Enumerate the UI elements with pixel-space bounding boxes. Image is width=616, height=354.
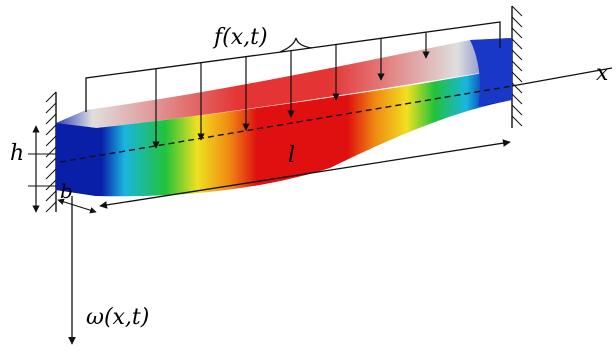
hatch-line <box>45 146 57 158</box>
left-wall-support <box>45 91 57 213</box>
width-label: b <box>60 179 73 203</box>
length-label: l <box>288 143 295 168</box>
beam-left-end-face <box>56 123 96 196</box>
hatch-line <box>511 93 523 105</box>
neutral-axis-dashed-line <box>59 85 513 163</box>
load-bracket <box>85 21 501 112</box>
right-wall-support <box>511 5 523 128</box>
hatch-line <box>511 115 523 127</box>
hatch-line <box>45 102 57 114</box>
hatch-line <box>45 179 57 191</box>
hatch-line <box>45 201 57 213</box>
x-axis-label: x <box>596 61 609 86</box>
distributed-load-arrows <box>152 32 430 149</box>
hatch-line <box>45 157 57 169</box>
beam-right-end-block <box>470 38 512 106</box>
hatch-line <box>45 135 57 147</box>
hatch-line <box>45 113 57 125</box>
width-dimension-line <box>57 198 97 214</box>
hatch-line <box>511 27 523 39</box>
hatch-line <box>511 5 523 17</box>
hatch-line <box>45 190 57 202</box>
left-wall-hatching <box>45 91 57 213</box>
hatch-line <box>45 91 57 103</box>
hatch-line <box>511 60 523 72</box>
load-label: f(x,t) <box>212 25 268 50</box>
hatch-line <box>511 16 523 28</box>
hatch-line <box>511 49 523 61</box>
hatch-line <box>511 104 523 116</box>
height-label: h <box>10 141 24 166</box>
deflection-label: ω(x,t) <box>86 305 149 330</box>
hatch-line <box>511 38 523 50</box>
length-dimension-line <box>99 139 511 209</box>
x-axis-line <box>511 67 613 87</box>
right-wall-hatching <box>511 5 523 127</box>
hatch-line <box>511 82 523 94</box>
hatch-line <box>45 168 57 180</box>
deformed-beam <box>56 38 512 197</box>
hatch-line <box>511 71 523 83</box>
beam-top-face <box>56 38 512 128</box>
height-dimension <box>28 125 56 213</box>
hatch-line <box>45 124 57 136</box>
